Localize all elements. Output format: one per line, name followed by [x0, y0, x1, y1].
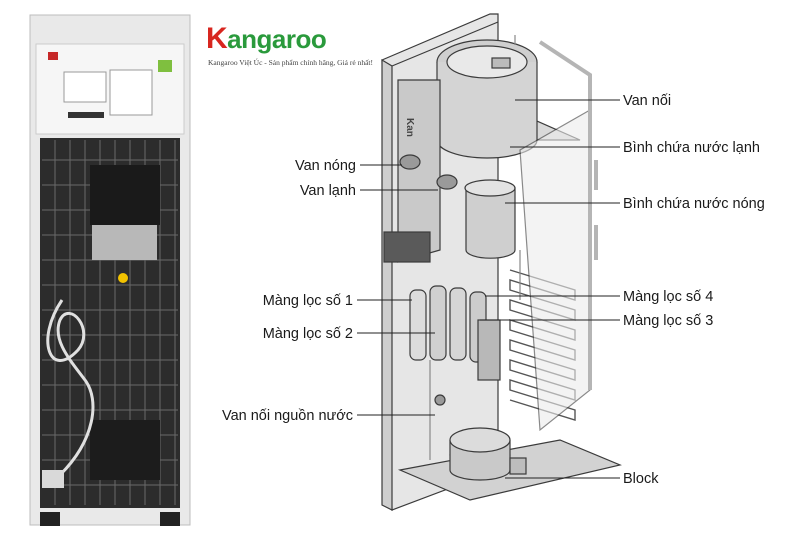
- label-filter-4: Màng lọc số 4: [623, 289, 713, 305]
- side-brand-mark: Kan: [404, 118, 415, 137]
- label-compressor: Block: [623, 471, 659, 487]
- cutaway-diagram: [382, 14, 620, 510]
- label-cold-valve: Van lạnh: [300, 183, 356, 199]
- label-hot-valve: Van nóng: [295, 158, 356, 174]
- label-source-valve: Van nối nguồn nước: [222, 408, 353, 424]
- label-filter-1: Màng lọc số 1: [263, 293, 353, 309]
- dispenser-back-photo: [30, 15, 190, 526]
- label-cold-tank: Bình chứa nước lạnh: [623, 140, 760, 156]
- label-filter-3: Màng lọc số 3: [623, 313, 713, 329]
- label-filter-2: Màng lọc số 2: [263, 326, 353, 342]
- label-hot-tank: Bình chứa nước nóng: [623, 196, 765, 212]
- label-van-noi: Van nối: [623, 93, 671, 109]
